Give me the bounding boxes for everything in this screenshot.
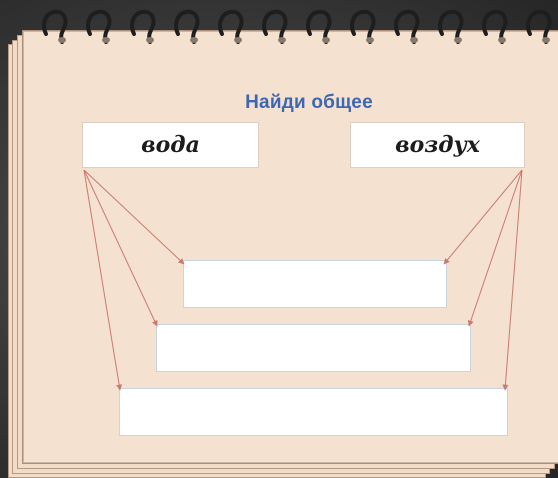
right-word: воздух (395, 132, 480, 158)
page-title: Найди общее (245, 92, 373, 113)
spiral-ring-icon (524, 4, 558, 44)
spiral-ring-icon (84, 4, 118, 44)
spiral-ring-icon (260, 4, 294, 44)
spiral-ring-icon (40, 4, 74, 44)
arrow-right-3 (502, 169, 523, 391)
spiral-ring-icon (172, 4, 206, 44)
arrow-left-3 (83, 169, 123, 391)
answer-box-1[interactable] (183, 260, 447, 308)
spiral-ring-icon (392, 4, 426, 44)
arrow-right-1 (443, 169, 523, 265)
arrow-left-2 (83, 169, 158, 327)
answer-box-2[interactable] (156, 324, 471, 372)
arrow-right-2 (467, 169, 523, 327)
spiral-ring-icon (304, 4, 338, 44)
spiral-ring-icon (128, 4, 162, 44)
arrow-left-1 (83, 169, 185, 265)
word-box-right: воздух (350, 122, 525, 168)
spiral-ring-icon (480, 4, 514, 44)
spiral-ring-icon (348, 4, 382, 44)
spiral-ring-icon (436, 4, 470, 44)
word-box-left: вода (82, 122, 259, 168)
left-word: вода (141, 132, 200, 158)
answer-box-3[interactable] (119, 388, 508, 436)
spiral-ring-icon (216, 4, 250, 44)
